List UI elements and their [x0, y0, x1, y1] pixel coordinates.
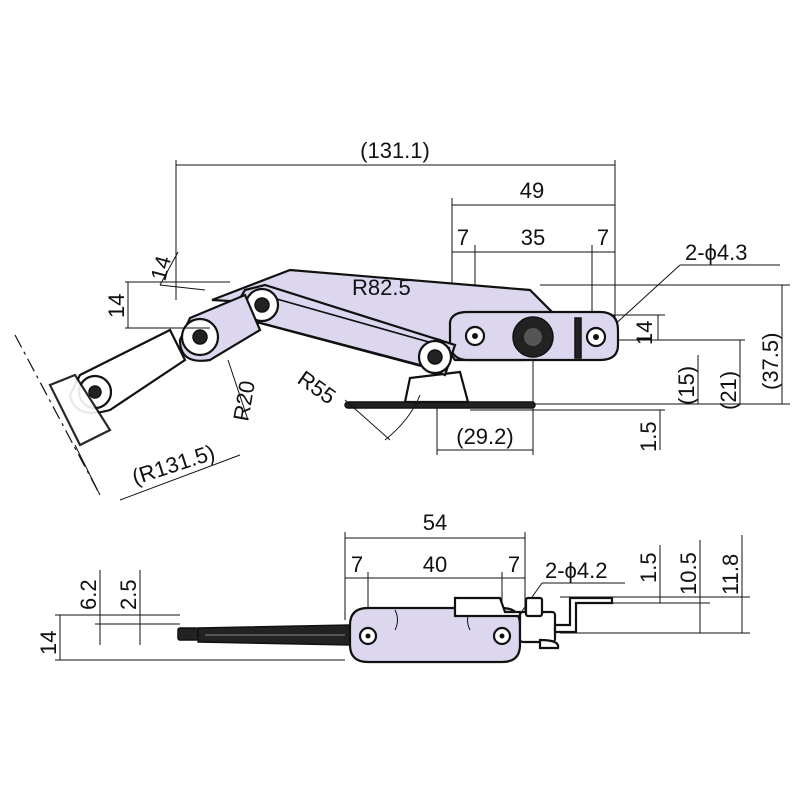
- callout-r131-5: (R131.5): [119, 440, 241, 501]
- hook-open: [14, 328, 187, 496]
- lever-bar: [228, 283, 457, 377]
- label-edge-left: 7: [457, 225, 469, 250]
- label-top-dim-1-5: 1.5: [636, 552, 661, 583]
- label-hook-width: 14: [146, 253, 176, 283]
- label-dim-15: (15): [674, 366, 699, 405]
- top-latch-hardware: [453, 596, 614, 650]
- label-hole-callout-top: 2-ϕ4.2: [545, 558, 607, 583]
- label-overall-length: (131.1): [360, 138, 430, 163]
- label-dim-21: (21): [716, 371, 741, 410]
- dim-offset: (29.2): [436, 330, 534, 455]
- label-top-dim-11-8: 11.8: [718, 554, 743, 595]
- label-offset: (29.2): [456, 424, 513, 449]
- label-hole-callout-side: 2-ϕ4.3: [685, 240, 747, 265]
- callout-holes-side: 2-ϕ4.3: [599, 240, 780, 339]
- top-view: 54 7 40 7 2-ϕ4.2 1.5 10.5 11.8: [36, 510, 750, 664]
- label-top-hole-pitch: 40: [423, 552, 447, 577]
- label-edge-right: 7: [597, 225, 609, 250]
- latch-arm: [211, 268, 620, 362]
- label-handle-radius: R20: [228, 379, 260, 423]
- label-top-dim-10-5: 10.5: [676, 552, 701, 595]
- label-arm-radius: R82.5: [352, 275, 411, 300]
- label-top-edge-right: 7: [508, 552, 520, 577]
- label-swing-radius: (R131.5): [129, 440, 218, 490]
- label-dim-37-5: (37.5): [758, 333, 783, 390]
- top-shaft: [177, 624, 351, 646]
- label-base-width: 49: [520, 178, 544, 203]
- dim-right-verticals: 14 (15) (21) (37.5) 1.5: [470, 284, 790, 452]
- side-view: (131.1) 49 7 35 7 2-ϕ4.3: [14, 138, 790, 501]
- label-lever-radius: R55: [293, 366, 340, 410]
- dim-overall-length: (131.1): [175, 138, 616, 330]
- callout-r20: R20: [227, 359, 260, 423]
- label-top-dim-14: 14: [36, 631, 61, 655]
- label-top-dim-6-2: 6.2: [76, 579, 101, 610]
- dim-top-left-verticals: 14 6.2 2.5: [36, 570, 345, 661]
- label-arm-width: 14: [104, 294, 129, 318]
- label-top-base-width: 54: [423, 510, 447, 535]
- dim-top-right-verticals: 1.5 10.5 11.8: [560, 535, 750, 634]
- callout-holes-top: 2-ϕ4.2: [509, 558, 625, 629]
- top-base-plate: [348, 606, 522, 664]
- dim-left-14: 14 14: [104, 251, 230, 329]
- label-top-edge-left: 7: [351, 552, 363, 577]
- label-top-dim-2-5: 2.5: [116, 579, 141, 610]
- label-plate-height: 14: [632, 321, 657, 345]
- label-base-thickness: 1.5: [636, 421, 661, 452]
- label-hole-pitch: 35: [521, 225, 545, 250]
- base-plate-side: [344, 370, 536, 409]
